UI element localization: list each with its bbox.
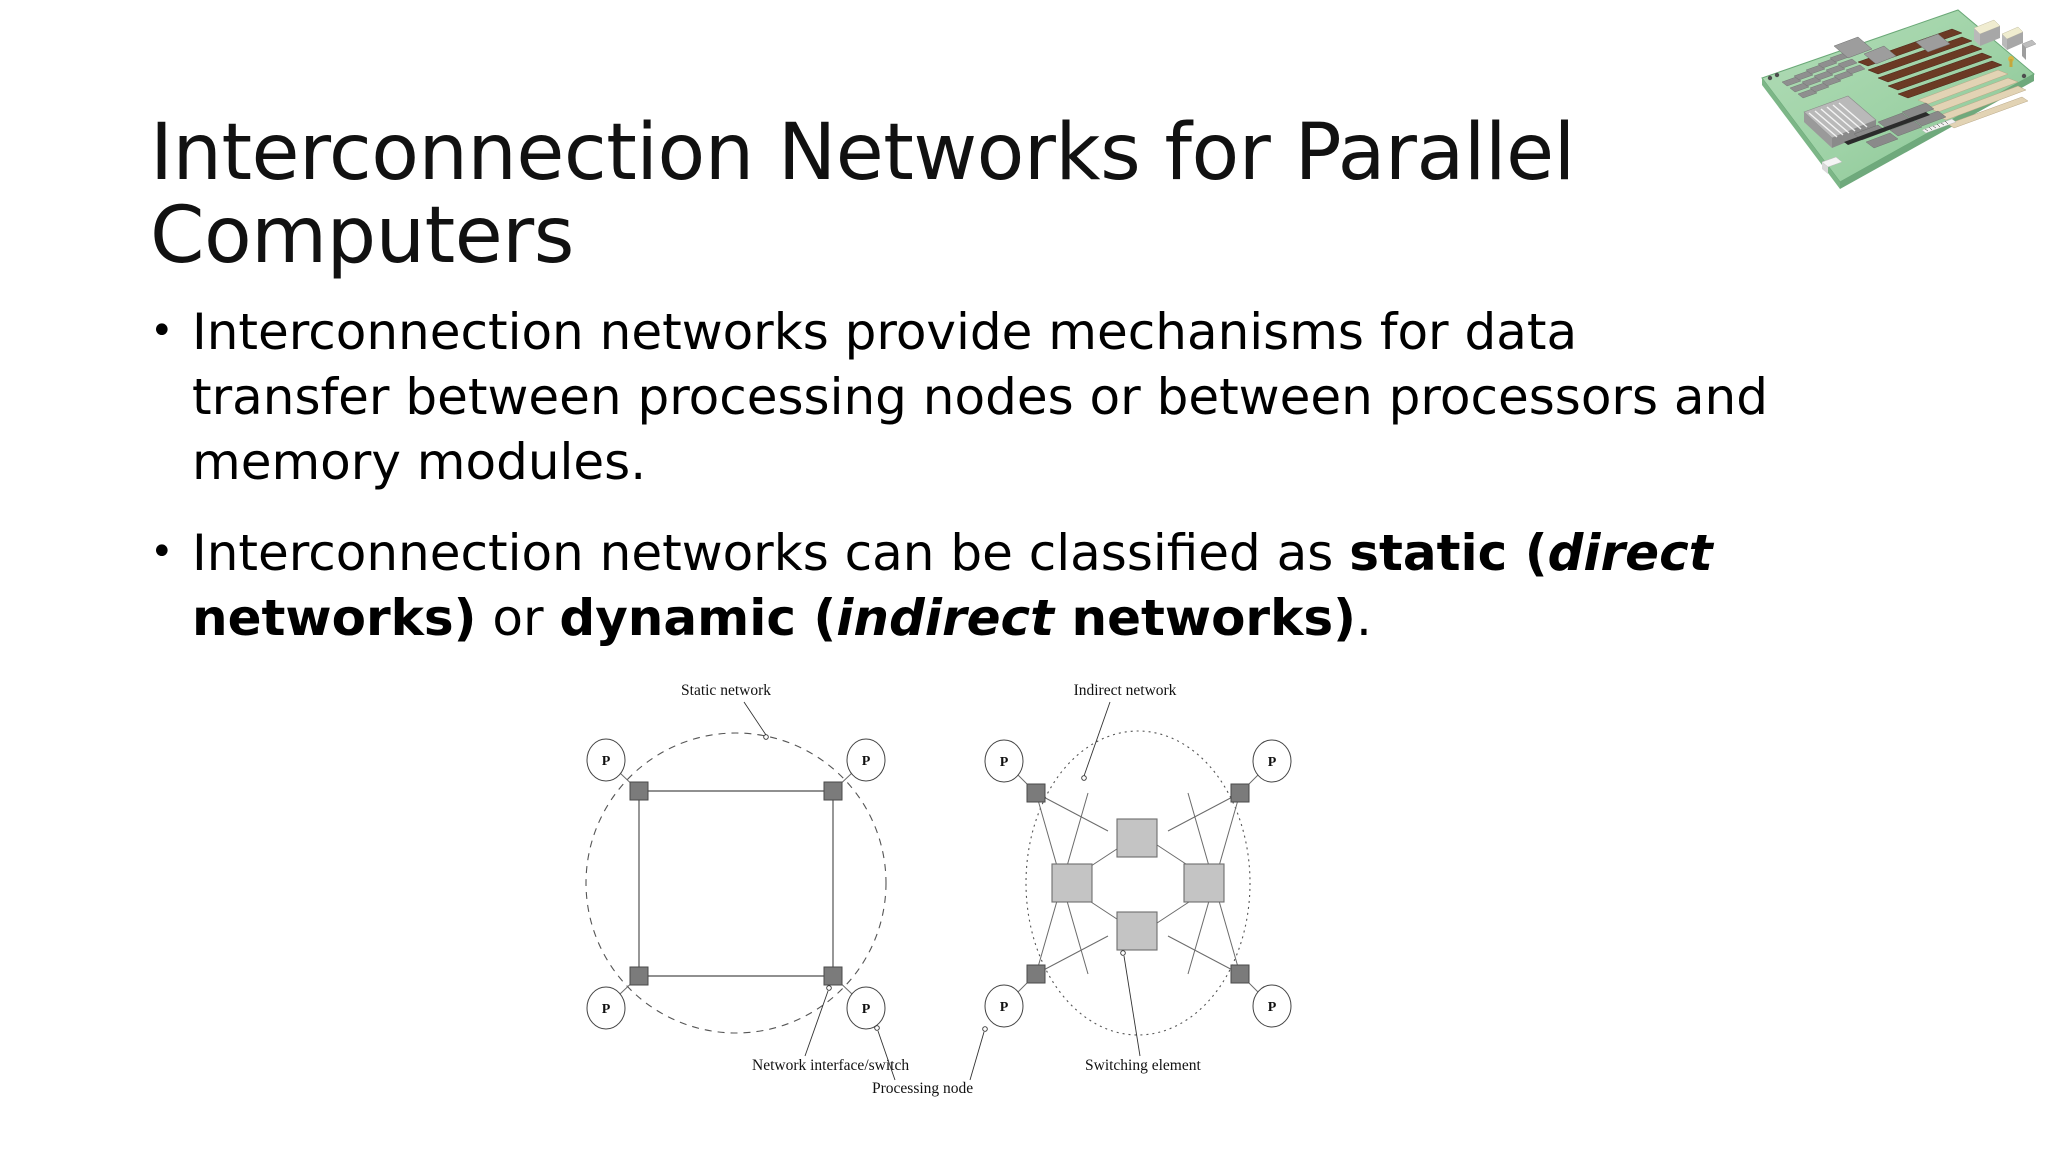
indirect-link-tl-top <box>1035 792 1109 832</box>
static-processor-label-br: P <box>862 1002 871 1017</box>
switching-element-top <box>1116 818 1158 858</box>
indirect-network-label: Indirect network <box>1074 682 1177 699</box>
static-processor-br: P <box>846 986 886 1030</box>
bullet-item-1: Interconnection networks provide mechani… <box>150 300 1770 495</box>
static-network-interface-br <box>823 966 843 986</box>
bullet-text-2: Interconnection networks can be classifi… <box>192 524 1713 647</box>
indirect-processor-br: P <box>1252 984 1292 1028</box>
static-network-interface-bl <box>629 966 649 986</box>
indirect-processor-label-bl: P <box>1000 1000 1009 1015</box>
static-network-interface-tl <box>629 781 649 801</box>
bullet-item-2: Interconnection networks can be classifi… <box>150 521 1770 651</box>
indirect-network-interface-tr <box>1230 783 1250 803</box>
bullet-2-run-7: indirect <box>836 589 1055 647</box>
indirect-network-interface-tl <box>1026 783 1046 803</box>
indirect-ring-br <box>1153 899 1193 926</box>
bullet-1-run-1: Interconnection networks provide mechani… <box>192 303 1768 491</box>
static-network-interface-tr <box>823 781 843 801</box>
network-topology-diagram: P P P P Static network <box>540 668 1310 1138</box>
indirect-processor-label-tr: P <box>1268 755 1277 770</box>
callout-network-interface: Network interface/switch <box>752 1057 909 1074</box>
indirect-processor-tr: P <box>1252 739 1292 783</box>
diagram-callouts: Network interface/switch Processing node… <box>752 950 1201 1097</box>
static-network-label: Static network <box>681 682 771 699</box>
indirect-processor-bl: P <box>984 984 1024 1028</box>
static-processor-label-tr: P <box>862 754 871 769</box>
static-processor-bl: P <box>586 986 626 1030</box>
callout-switching-element: Switching element <box>1085 1057 1201 1074</box>
indirect-network-interface-br <box>1230 964 1250 984</box>
static-processor-tl: P <box>586 738 626 782</box>
indirect-link-br-bottom <box>1167 935 1241 975</box>
bullet-2-run-3: direct <box>1547 524 1713 582</box>
indirect-link-tr-top <box>1167 792 1241 832</box>
page-title: Interconnection Networks for Parallel Co… <box>150 108 1600 281</box>
static-processor-tr: P <box>846 738 886 782</box>
bullet-2-run-5: or <box>476 589 560 647</box>
bullet-text-1: Interconnection networks provide mechani… <box>192 303 1768 491</box>
static-network-boundary <box>585 732 887 1034</box>
bullet-2-run-4: networks) <box>192 589 477 647</box>
callout-processing-node: Processing node <box>872 1080 973 1097</box>
indirect-network-boundary <box>1025 730 1251 1036</box>
switching-element-right <box>1183 863 1225 903</box>
bullet-2-run-9: . <box>1355 589 1372 647</box>
bullet-list: Interconnection networks provide mechani… <box>150 300 1770 677</box>
indirect-processor-label-tl: P <box>1000 755 1009 770</box>
indirect-network-group: P P P P Indirect network <box>984 682 1292 1036</box>
bullet-2-run-6: dynamic ( <box>559 589 837 647</box>
indirect-link-bl-bottom <box>1035 935 1109 975</box>
switching-element-bottom <box>1116 911 1158 951</box>
static-processor-label-tl: P <box>602 754 611 769</box>
static-processor-label-bl: P <box>602 1002 611 1017</box>
bullet-2-run-2: static ( <box>1349 524 1548 582</box>
bullet-2-run-1: Interconnection networks can be classifi… <box>192 524 1350 582</box>
bullet-2-run-8: networks) <box>1054 589 1356 647</box>
indirect-processor-tl: P <box>984 739 1024 783</box>
circuit-board-image <box>1726 2 2044 202</box>
static-network-group: P P P P Static network <box>585 682 887 1034</box>
indirect-network-interface-bl <box>1026 964 1046 984</box>
indirect-processor-label-br: P <box>1268 1000 1277 1015</box>
switching-element-left <box>1051 863 1093 903</box>
